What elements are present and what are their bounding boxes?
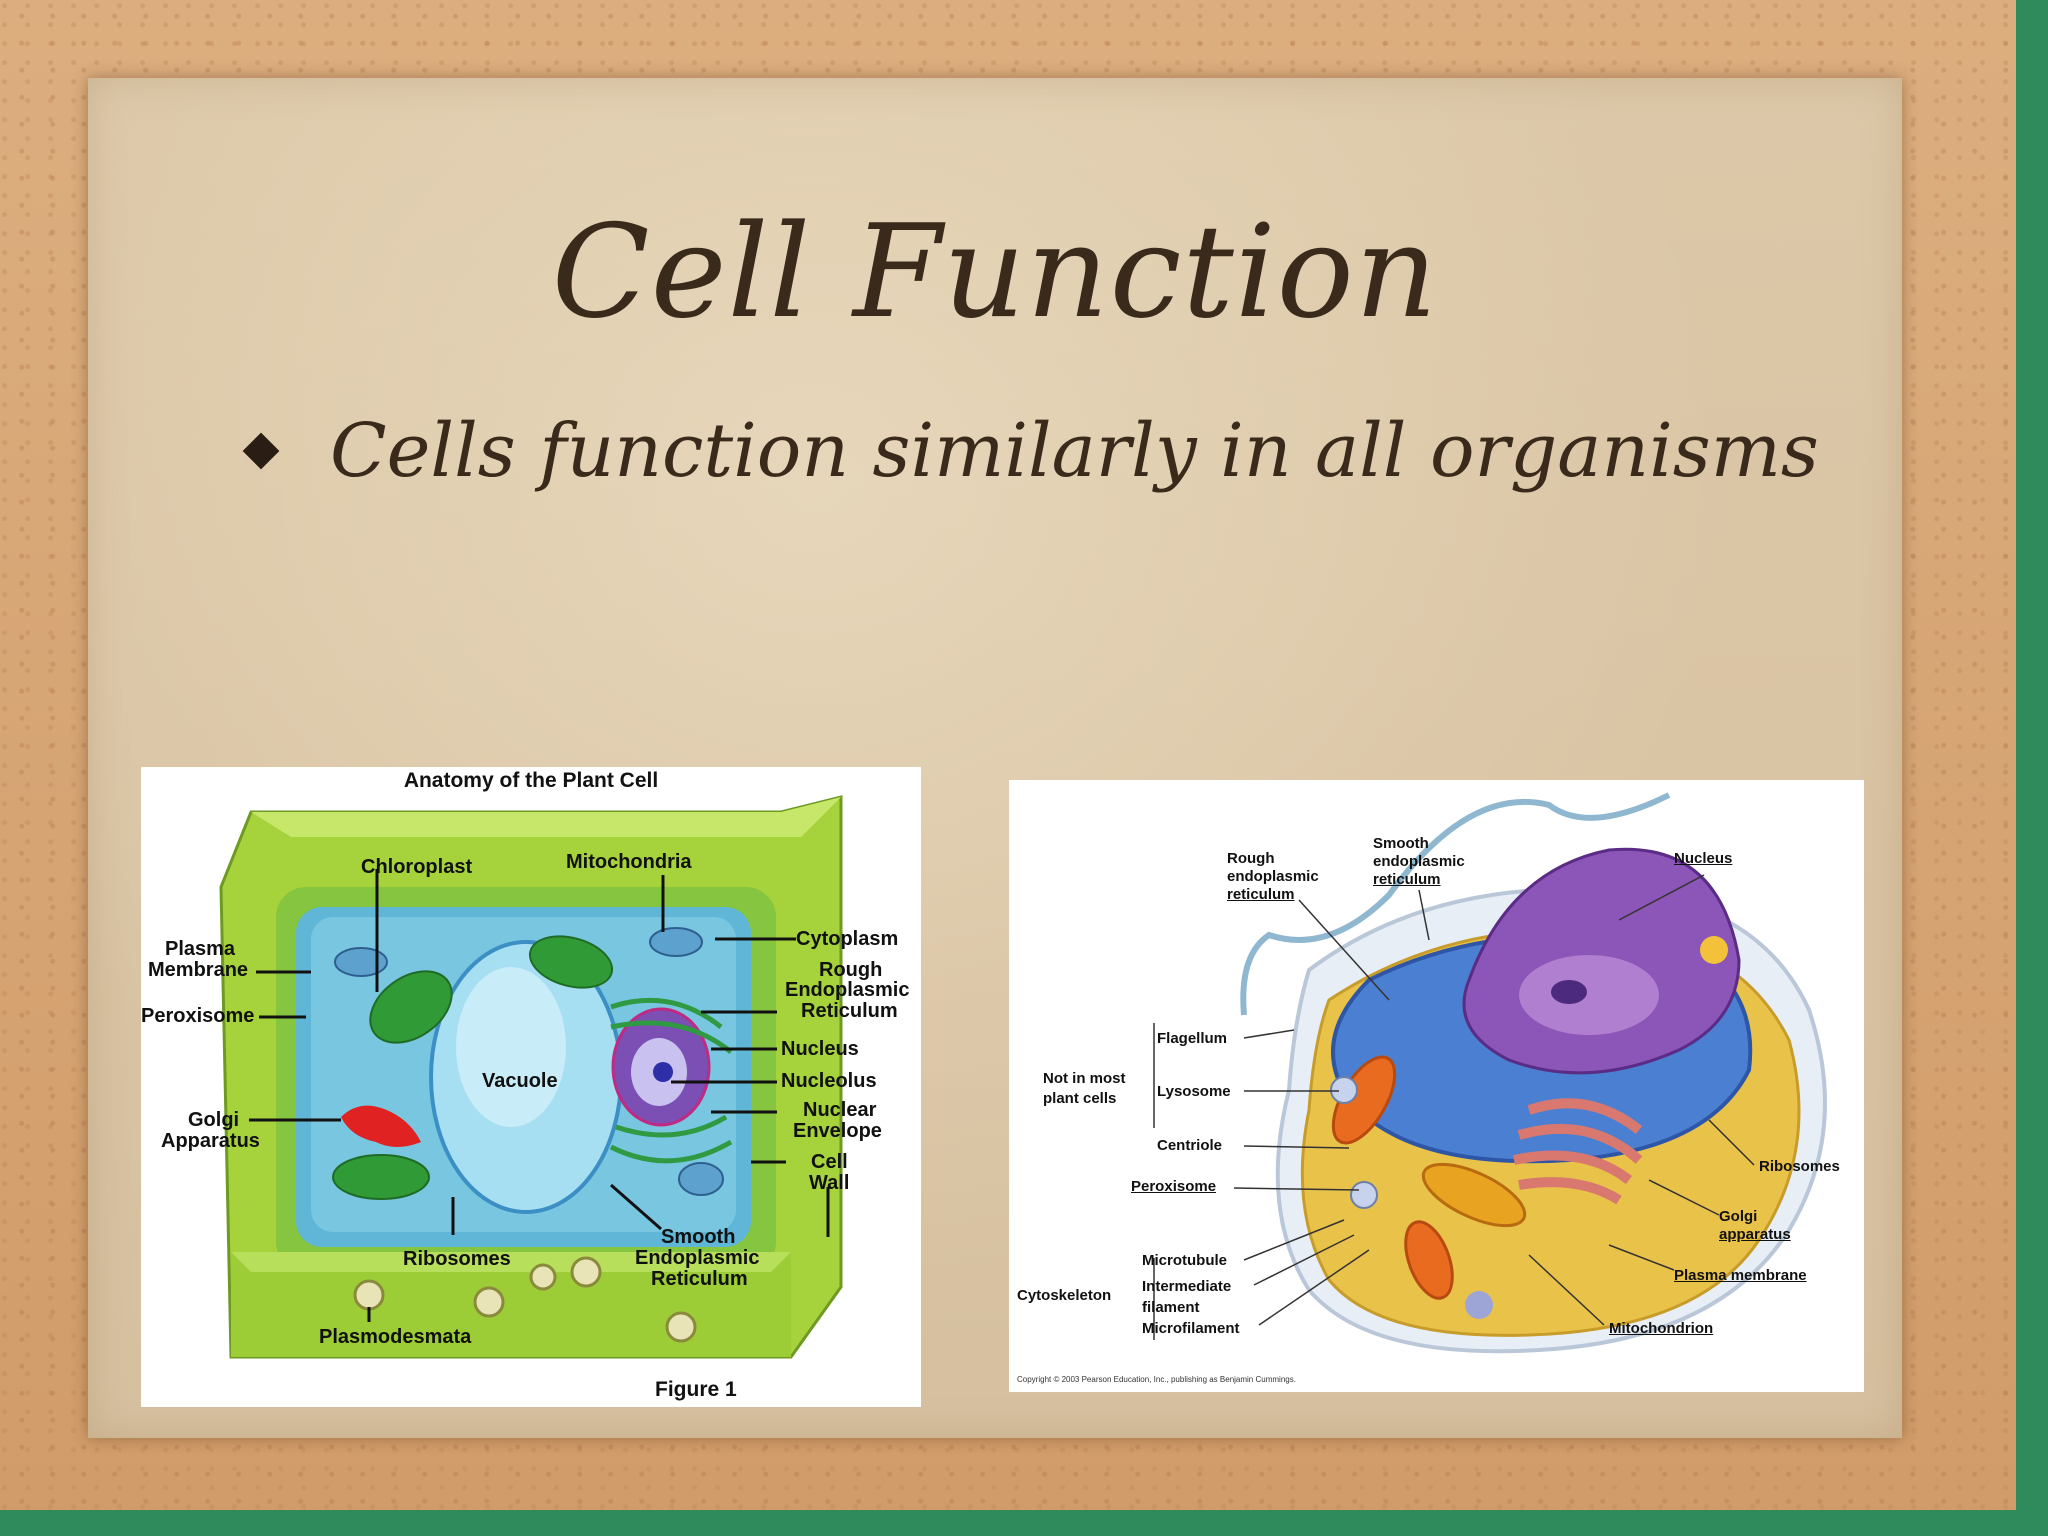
label-nucleus: Nucleus xyxy=(781,1039,859,1060)
label-ribosomes: Ribosomes xyxy=(403,1249,511,1270)
label-centriole: Centriole xyxy=(1157,1137,1222,1154)
label-mitochondria: Mitochondria xyxy=(566,852,692,873)
label-not-in-plant-2: plant cells xyxy=(1043,1090,1116,1107)
label-not-in-plant-1: Not in most xyxy=(1043,1070,1126,1087)
label-vacuole: Vacuole xyxy=(482,1071,558,1092)
label-peroxisome: Peroxisome xyxy=(141,1006,254,1027)
slide-title: Cell Function xyxy=(88,198,1902,347)
label-ribosomes: Ribosomes xyxy=(1759,1158,1840,1175)
label-cytoplasm: Cytoplasm xyxy=(796,929,898,950)
bullet-text: Cells function similarly in all organism… xyxy=(330,408,1819,494)
label-peroxisome: Peroxisome xyxy=(1131,1178,1216,1195)
label-nuclear-envelope-2: Envelope xyxy=(793,1121,882,1142)
label-rough-er-2: endoplasmic xyxy=(1227,868,1319,885)
label-plasmodesmata: Plasmodesmata xyxy=(319,1327,471,1348)
label-rough-er-1: Rough xyxy=(819,960,882,981)
bullet-item: Cells function similarly in all organism… xyxy=(248,408,1819,494)
label-smooth-er-2: endoplasmic xyxy=(1373,853,1465,870)
green-frame-right xyxy=(2016,0,2048,1536)
label-flagellum: Flagellum xyxy=(1157,1030,1227,1047)
label-intermediate-2: filament xyxy=(1142,1299,1200,1316)
label-smooth-er-3: Reticulum xyxy=(651,1269,748,1290)
label-plasma-membrane: Plasma membrane xyxy=(1674,1267,1807,1284)
label-smooth-er-1: Smooth xyxy=(661,1227,735,1248)
label-rough-er-3: Reticulum xyxy=(801,1001,898,1022)
label-golgi-1: Golgi xyxy=(1719,1208,1757,1225)
label-golgi-2: apparatus xyxy=(1719,1226,1791,1243)
label-plasma-membrane-1: Plasma xyxy=(165,939,235,960)
plant-cell-figure: Anatomy of the Plant Cell Chloroplast Mi… xyxy=(141,767,921,1407)
plant-figure-caption: Figure 1 xyxy=(655,1379,737,1400)
label-nucleus: Nucleus xyxy=(1674,850,1732,867)
label-nucleolus: Nucleolus xyxy=(781,1071,877,1092)
label-smooth-er-2: Endoplasmic xyxy=(635,1248,759,1269)
label-microfilament: Microfilament xyxy=(1142,1320,1240,1337)
label-microtubule: Microtubule xyxy=(1142,1252,1227,1269)
label-lysosome: Lysosome xyxy=(1157,1083,1231,1100)
label-smooth-er-1: Smooth xyxy=(1373,835,1429,852)
label-chloroplast: Chloroplast xyxy=(361,857,472,878)
label-smooth-er-3: reticulum xyxy=(1373,871,1441,888)
label-rough-er-3: reticulum xyxy=(1227,886,1295,903)
label-intermediate-1: Intermediate xyxy=(1142,1278,1231,1295)
green-frame-bottom xyxy=(0,1510,2048,1536)
label-cytoskeleton: Cytoskeleton xyxy=(1017,1287,1111,1304)
diamond-bullet-icon xyxy=(243,433,280,470)
label-cell-wall-1: Cell xyxy=(811,1152,848,1173)
plant-figure-heading: Anatomy of the Plant Cell xyxy=(141,770,921,791)
label-nuclear-envelope-1: Nuclear xyxy=(803,1100,876,1121)
label-cell-wall-2: Wall xyxy=(809,1173,849,1194)
label-mitochondrion: Mitochondrion xyxy=(1609,1320,1713,1337)
label-plasma-membrane-2: Membrane xyxy=(148,960,248,981)
label-rough-er-2: Endoplasmic xyxy=(785,980,909,1001)
label-golgi-1: Golgi xyxy=(188,1110,239,1131)
label-golgi-2: Apparatus xyxy=(161,1131,260,1152)
animal-cell-figure: Rough endoplasmic reticulum Smooth endop… xyxy=(1009,780,1864,1392)
label-rough-er-1: Rough xyxy=(1227,850,1274,867)
copyright-note: Copyright © 2003 Pearson Education, Inc.… xyxy=(1017,1375,1296,1384)
